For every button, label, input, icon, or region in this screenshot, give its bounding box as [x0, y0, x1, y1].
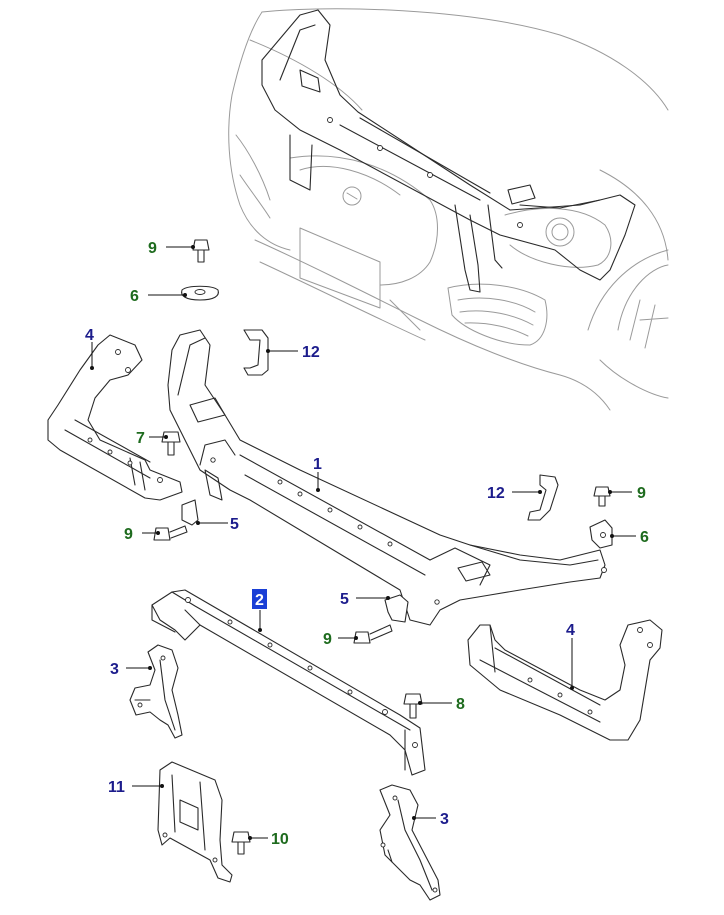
part-4-right-bracket[interactable] — [467, 619, 663, 741]
callout-4[interactable]: 4 — [566, 622, 575, 639]
part-4-left-bracket[interactable] — [47, 334, 183, 501]
vehicle-front-outline — [228, 8, 669, 411]
callout-12[interactable]: 12 — [487, 485, 505, 502]
installed-carrier — [261, 9, 636, 293]
part-12-clip-upper[interactable] — [243, 329, 269, 376]
callout-12[interactable]: 12 — [302, 344, 320, 361]
callout-2-selected[interactable]: 2 — [252, 589, 267, 609]
bolt-9-upper[interactable] — [192, 239, 210, 263]
callout-9[interactable]: 9 — [124, 526, 133, 543]
part-2-lower-crossmember[interactable] — [151, 589, 426, 776]
bolt-9-right[interactable] — [593, 486, 611, 507]
part-6-washer-right[interactable] — [589, 519, 613, 549]
part-5-plate-left[interactable] — [181, 499, 199, 526]
callout-8[interactable]: 8 — [456, 696, 465, 713]
bolt-9-center[interactable] — [353, 624, 393, 644]
part-1-upper-crossmember[interactable] — [167, 329, 607, 626]
callout-5[interactable]: 5 — [340, 591, 349, 608]
part-12-clip-right[interactable] — [527, 474, 559, 521]
callout-6[interactable]: 6 — [130, 288, 139, 305]
part-5-plate-center[interactable] — [384, 594, 409, 623]
callout-3[interactable]: 3 — [440, 811, 449, 828]
callout-5[interactable]: 5 — [230, 516, 239, 533]
part-6-washer-upper[interactable] — [181, 285, 219, 301]
callout-2[interactable]: 2 — [255, 592, 264, 609]
bolt-10[interactable] — [231, 831, 251, 855]
callout-7[interactable]: 7 — [136, 430, 145, 447]
callout-6[interactable]: 6 — [640, 529, 649, 546]
callout-10[interactable]: 10 — [271, 831, 289, 848]
part-3-right-bracket[interactable] — [379, 784, 441, 901]
bolt-8[interactable] — [403, 693, 423, 719]
callout-9[interactable]: 9 — [323, 631, 332, 648]
callout-11[interactable]: 11 — [108, 779, 125, 796]
bolt-7[interactable] — [161, 431, 181, 456]
part-11-bracket[interactable] — [157, 761, 233, 883]
callout-9[interactable]: 9 — [637, 485, 646, 502]
callout-labels: 9 6 4 12 7 1 9 5 12 9 6 2 5 9 4 3 8 11 1… — [85, 240, 649, 848]
callout-9[interactable]: 9 — [148, 240, 157, 257]
part-3-left-bracket[interactable] — [129, 644, 183, 739]
callout-4[interactable]: 4 — [85, 327, 94, 344]
leader-lines — [90, 245, 636, 840]
callout-3[interactable]: 3 — [110, 661, 119, 678]
callout-1[interactable]: 1 — [313, 456, 322, 473]
